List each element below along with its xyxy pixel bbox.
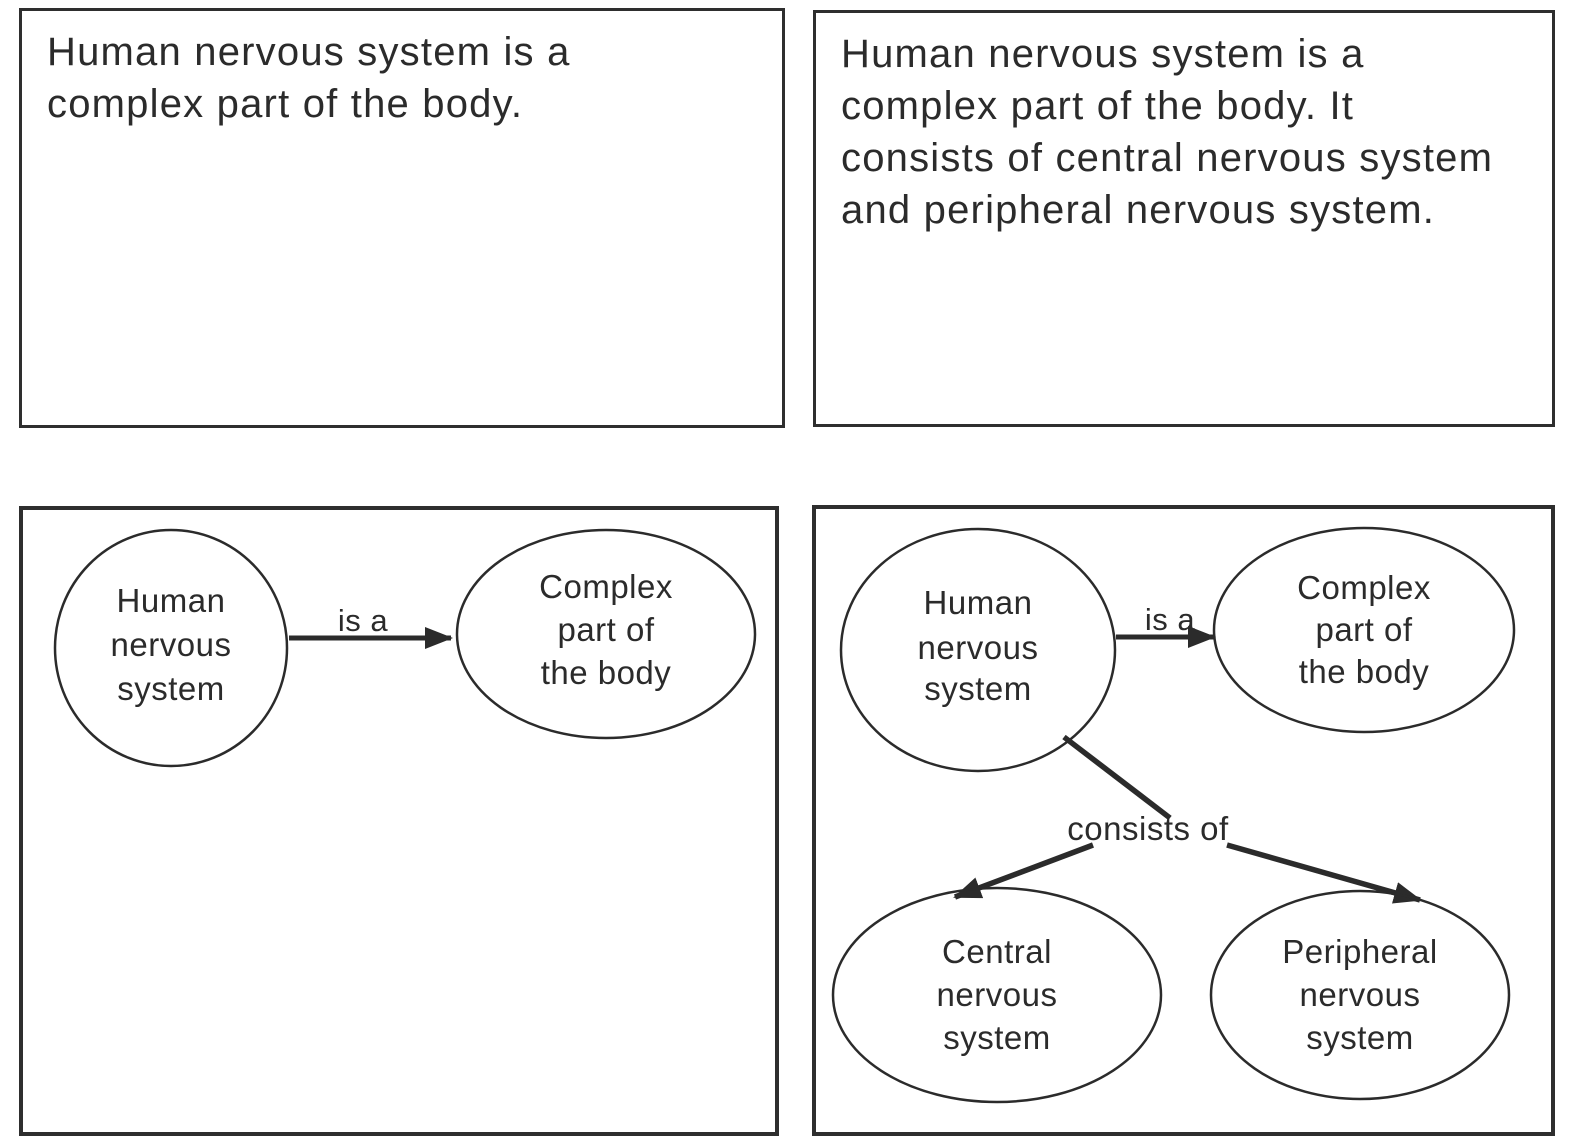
consists-of-label: consists of bbox=[1067, 810, 1229, 847]
consists-of-connector-line bbox=[1062, 734, 1172, 821]
node-label-line: nervous bbox=[918, 629, 1039, 666]
node-label-line: system bbox=[924, 670, 1032, 707]
node-central-nervous-system bbox=[831, 886, 1163, 1104]
concept-map-extended-diagram: is a consists of Human nervous system Co… bbox=[831, 526, 1516, 1104]
node-label-line: system bbox=[1306, 1019, 1414, 1056]
node-label-line: system bbox=[943, 1019, 1051, 1056]
node-label-line: the body bbox=[541, 654, 672, 691]
node-label-line: system bbox=[117, 670, 225, 707]
panel-concept-map-extended: is a consists of Human nervous system Co… bbox=[812, 505, 1555, 1136]
node-complex-part-of-body bbox=[1212, 526, 1516, 734]
node-label-line: part of bbox=[1315, 611, 1412, 648]
node-label-line: Peripheral bbox=[1282, 933, 1437, 970]
node-label-line: Human bbox=[924, 584, 1033, 621]
node-label-line: nervous bbox=[1300, 976, 1421, 1013]
paragraph-line: complex part of the body. bbox=[47, 82, 524, 126]
node-complex-part-of-body bbox=[455, 528, 757, 740]
panel-sentence-simple: Human nervous system is a complex part o… bbox=[19, 8, 785, 428]
paragraph-line: and peripheral nervous system. bbox=[841, 188, 1436, 232]
paragraph: Human nervous system is a complex part o… bbox=[22, 11, 782, 130]
paragraph-line: complex part of the body. It bbox=[841, 84, 1355, 128]
node-peripheral-nervous-system bbox=[1209, 889, 1511, 1101]
panel-concept-map-simple: is a Human nervous system Complex part o… bbox=[19, 506, 779, 1136]
panel-sentence-extended: Human nervous system is a complex part o… bbox=[813, 10, 1555, 427]
node-label-line: nervous bbox=[937, 976, 1058, 1013]
paragraph-line: consists of central nervous system bbox=[841, 136, 1494, 180]
node-label-line: part of bbox=[557, 611, 654, 648]
paragraph-line: Human nervous system is a bbox=[47, 30, 571, 74]
node-label-line: Central bbox=[942, 933, 1052, 970]
node-label-line: nervous bbox=[111, 626, 232, 663]
node-label-line: Complex bbox=[539, 568, 673, 605]
consists-of-arrow-peripheral bbox=[1226, 842, 1422, 904]
node-human-nervous-system bbox=[839, 527, 1117, 773]
node-label-line: the body bbox=[1299, 653, 1430, 690]
concept-map-simple-diagram: is a Human nervous system Complex part o… bbox=[53, 528, 757, 768]
node-label-line: Human bbox=[117, 582, 226, 619]
is-a-label: is a bbox=[338, 603, 389, 638]
node-human-nervous-system bbox=[53, 528, 289, 768]
is-a-label: is a bbox=[1145, 602, 1196, 637]
paragraph: Human nervous system is a complex part o… bbox=[816, 13, 1552, 236]
node-label-line: Complex bbox=[1297, 569, 1431, 606]
paragraph-line: Human nervous system is a bbox=[841, 32, 1365, 76]
